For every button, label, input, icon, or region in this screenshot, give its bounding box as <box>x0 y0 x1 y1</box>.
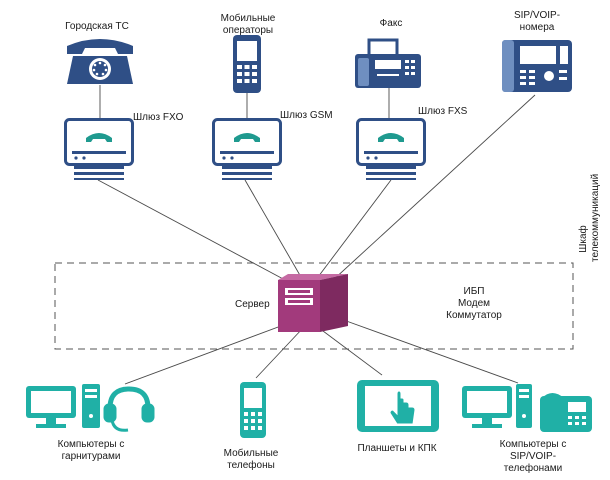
tablet-icon <box>357 380 439 432</box>
label-fax: Факс <box>379 18 403 29</box>
landline-phone-icon <box>67 39 133 84</box>
gateway-icon-gsm <box>212 118 282 180</box>
line-server-to-mobiles <box>255 327 304 379</box>
line-gsm-to-server <box>244 179 306 285</box>
label-modem: Модем <box>457 298 491 309</box>
label-mobile-operators-1: Мобильные <box>220 13 276 24</box>
line-server-to-pc-headset <box>124 319 298 385</box>
mobile-phone-icon-bottom <box>240 382 266 438</box>
ip-phone-icon <box>502 40 572 92</box>
line-fxs-to-server <box>311 179 392 286</box>
label-gateway-fxo: Шлюз FXO <box>133 112 184 123</box>
line-server-to-pc-sip <box>337 317 519 384</box>
gateway-icon-fxo <box>64 118 134 180</box>
label-sip-2: номера <box>519 22 555 33</box>
connection-lines <box>97 85 536 385</box>
label-server: Сервер <box>235 299 270 310</box>
headset-icon <box>103 386 155 432</box>
label-pc-sip-1: Компьютеры с <box>499 439 567 450</box>
line-server-to-tablet <box>318 327 383 376</box>
label-cabinet-1: Шкаф <box>578 225 589 253</box>
label-cabinet-2: телекоммуникаций <box>590 173 601 262</box>
computer-icon-right <box>462 384 532 428</box>
line-fxo-to-server <box>97 179 301 289</box>
label-sip-1: SIP/VOIP- <box>513 10 561 21</box>
line-sip-to-server <box>319 94 536 293</box>
label-pc-headset-1: Компьютеры с <box>57 439 125 450</box>
cabinet-box <box>54 262 574 350</box>
label-ups: ИБП <box>463 286 485 297</box>
label-pc-headset-2: гарнитурами <box>61 451 121 462</box>
label-tablets: Планшеты и КПК <box>357 443 437 454</box>
label-city-phone: Городская ТС <box>65 21 129 32</box>
label-pc-sip-2: SIP/VOIP- <box>509 451 557 462</box>
computer-icon-left <box>26 384 100 428</box>
gateway-icon-fxs <box>356 118 426 180</box>
fax-icon <box>355 38 421 88</box>
label-mobile-operators-2: операторы <box>222 25 274 36</box>
server-icon <box>278 274 348 332</box>
label-pc-sip-3: телефонами <box>503 463 563 474</box>
label-switch: Коммутатор <box>446 310 502 321</box>
desk-phone-icon <box>540 393 592 432</box>
label-mobiles-1: Мобильные <box>223 448 279 459</box>
mobile-phone-icon-top <box>233 35 261 93</box>
label-gateway-gsm: Шлюз GSM <box>280 110 333 121</box>
label-gateway-fxs: Шлюз FXS <box>418 106 468 117</box>
label-mobiles-2: телефоны <box>227 460 275 471</box>
label-cabinet: Шкаф телекоммуникаций <box>578 173 602 262</box>
